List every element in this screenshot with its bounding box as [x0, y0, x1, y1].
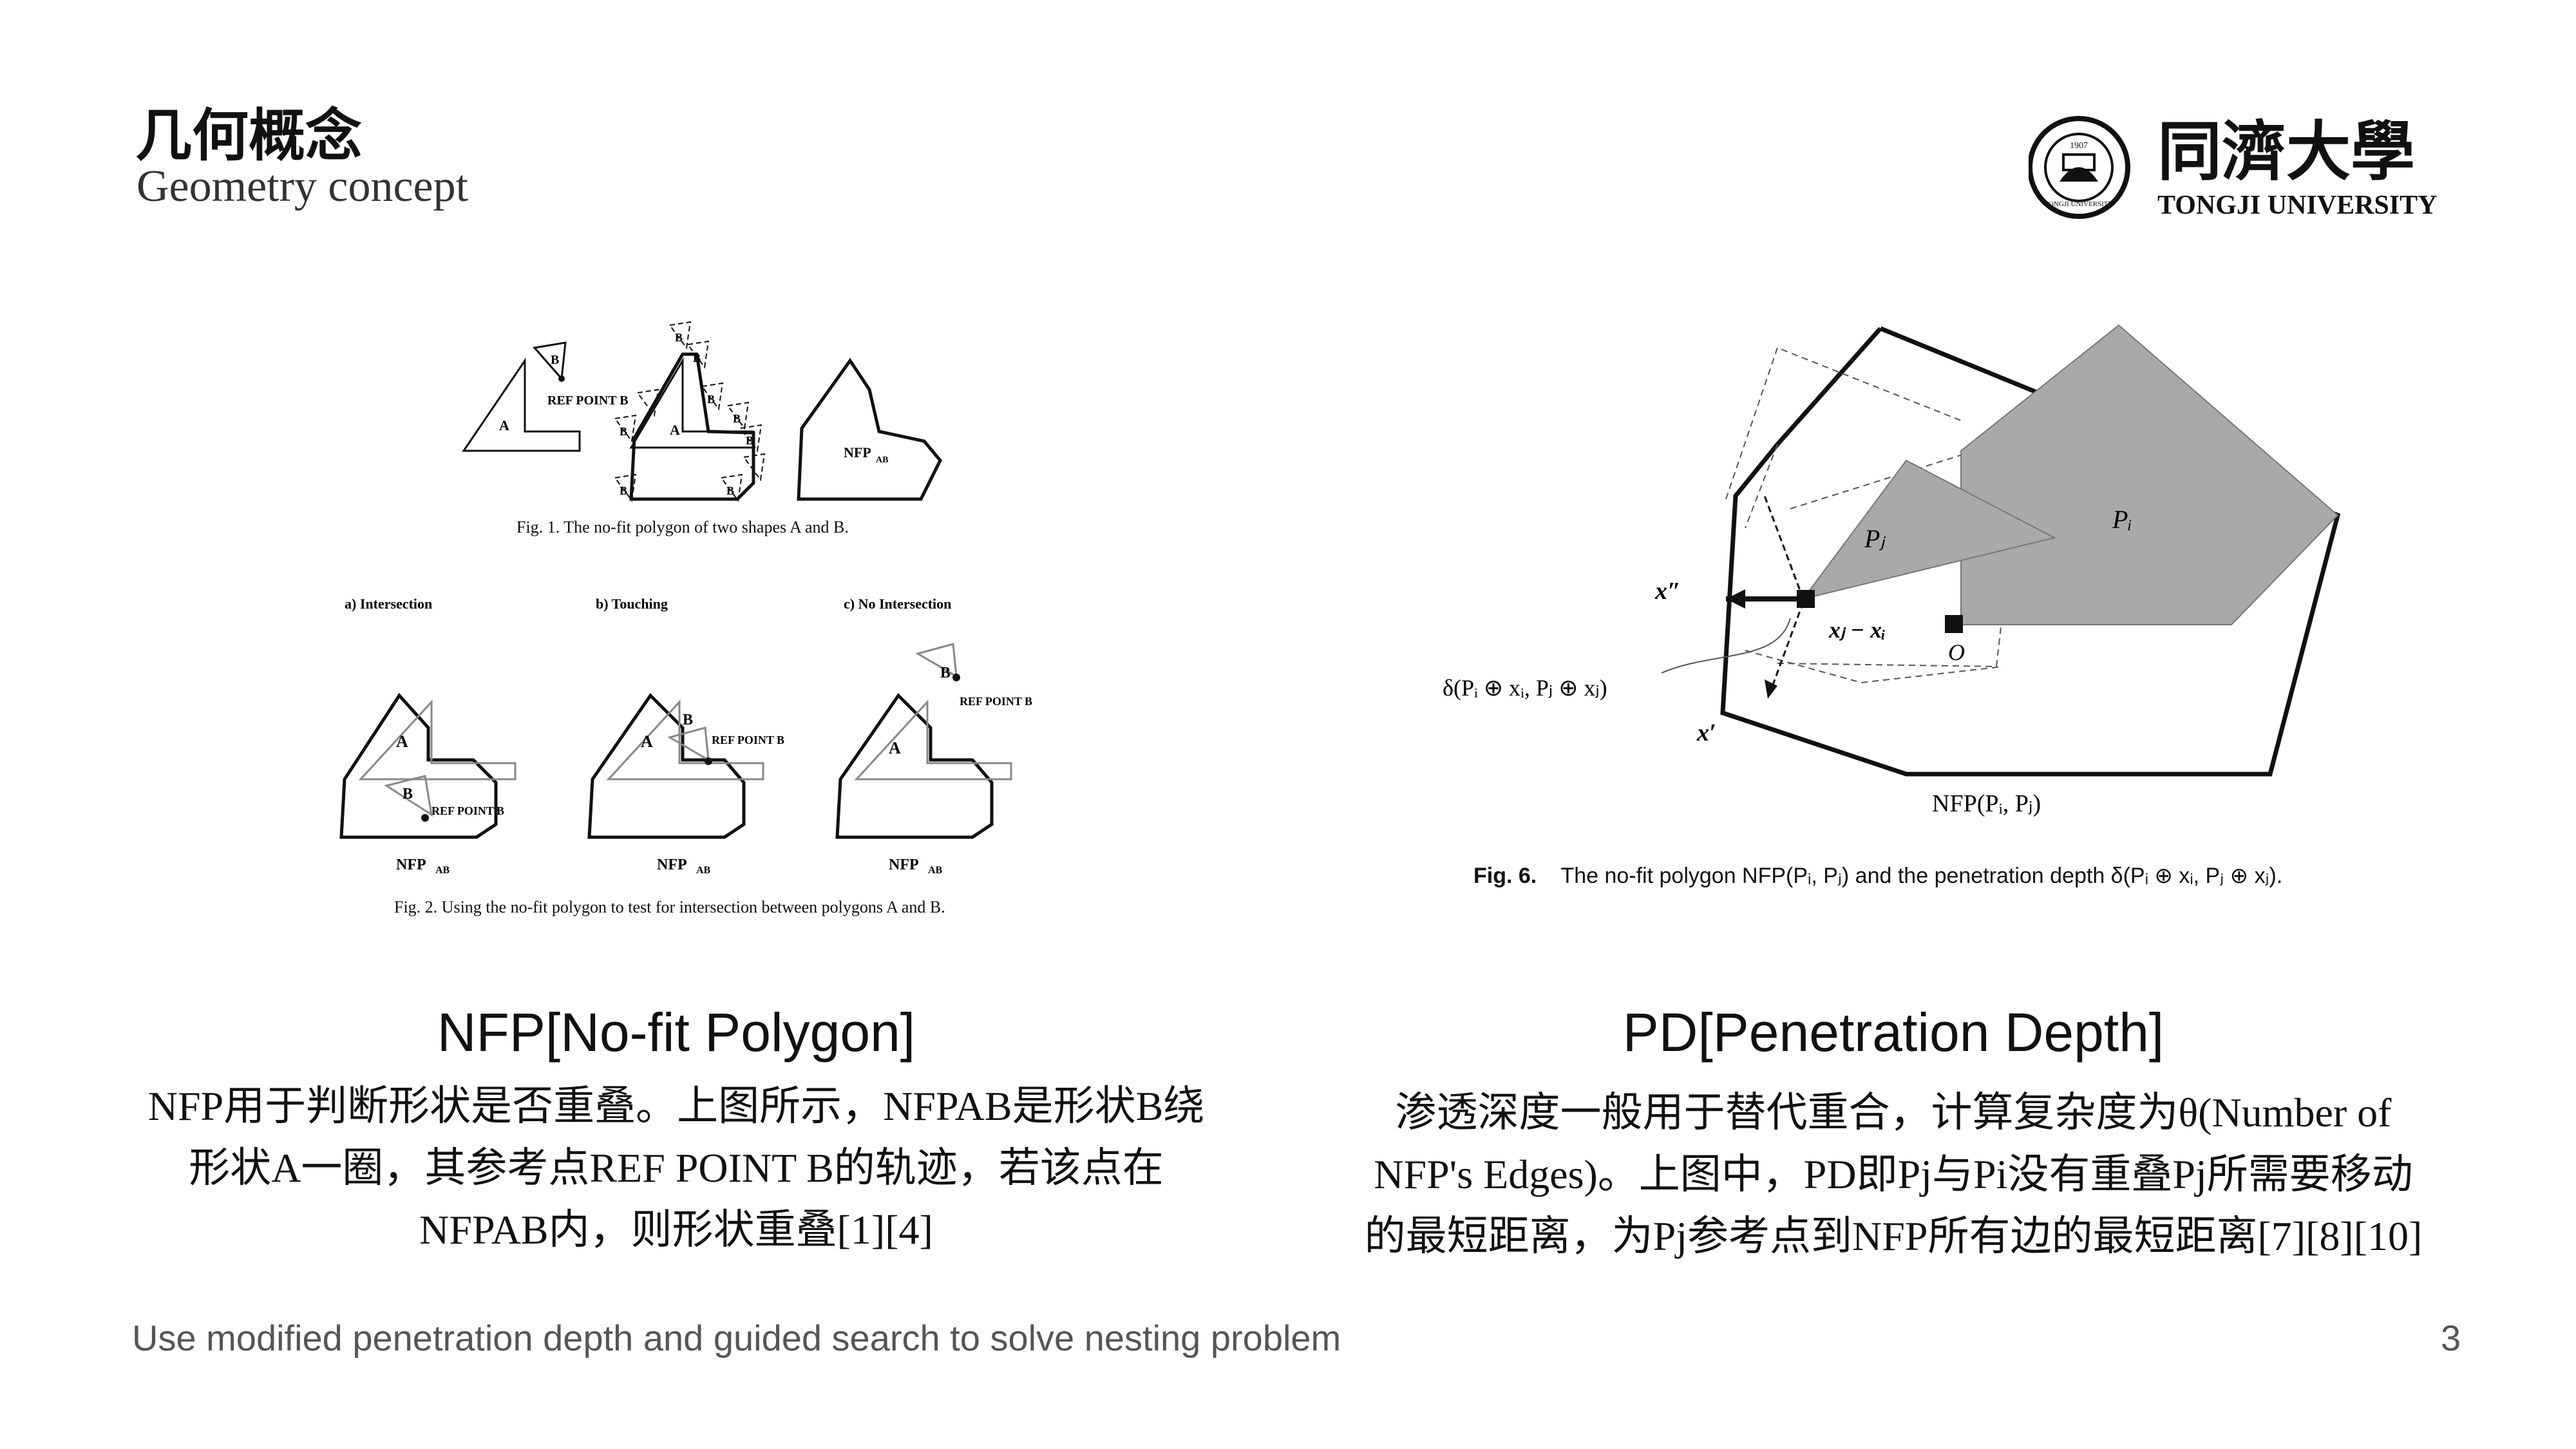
nfp-line-1: NFP用于判断形状是否重叠。上图所示，NFPAB是形状B绕 [147, 1083, 1205, 1129]
fig6-label-pi: Pᵢ [2112, 505, 2132, 534]
figure-2-intersection-diagram: a) Intersection b) Touching c) No Inters… [339, 596, 1032, 876]
fig1-sliding-shape-a [629, 357, 755, 449]
slide-title: 几何概念 [135, 102, 363, 169]
pd-line-1: 渗透深度一般用于替代重合，计算复杂度为θ(Number of [1395, 1090, 2392, 1135]
fig1-dash-b6: B [620, 484, 627, 497]
fig2-panel-c-title: c) No Intersection [844, 596, 951, 612]
fig2-panel-b [587, 693, 764, 839]
fig1-dash-b5: B [746, 434, 753, 447]
fig2-c-label-b: B [940, 665, 951, 681]
fig2-c-ref-point: REF POINT B [960, 695, 1032, 708]
fig6-polygon-pi [1960, 324, 2339, 625]
fig2-caption: Fig. 2. Using the no-fit polygon to test… [394, 898, 945, 916]
fig1-dash-b2: B [693, 352, 701, 365]
fig1-dash-b7: B [726, 484, 734, 497]
fig6-label-delta: δ(Pᵢ ⊕ xᵢ, Pⱼ ⊕ xⱼ) [1443, 675, 1607, 701]
fig1-mid-label-a: A [670, 422, 680, 438]
fig6-label-nfp: NFP(Pᵢ, Pⱼ) [1932, 790, 2041, 817]
fig2-c-nfp: NFP [889, 857, 919, 873]
fig6-caption-label: Fig. 6. [1473, 864, 1537, 888]
fig1-nfp-label: NFP [844, 444, 871, 460]
fig1-shape-a [462, 357, 581, 452]
fig2-a-ref-point: REF POINT B [431, 804, 504, 817]
fig2-b-nfp-sub: AB [696, 865, 711, 876]
fig2-panel-c [835, 643, 1012, 839]
nfp-line-2: 形状A一圈，其参考点REF POINT B的轨迹，若该点在 [189, 1145, 1164, 1191]
fig1-shape-b [533, 341, 567, 381]
fig1-ref-point: REF POINT B [547, 393, 629, 408]
fig2-b-label-a: A [641, 732, 653, 751]
fig1-caption: Fig. 1. The no-fit polygon of two shapes… [516, 518, 849, 536]
fig6-label-pj: Pⱼ [1864, 524, 1886, 553]
slide-subtitle: Geometry concept [137, 162, 469, 211]
university-logo: 1907 TONGJI UNIVERSITY 同濟大學 TONGJI UNIVE… [2029, 116, 2438, 220]
pd-section-heading: PD[Penetration Depth] [1622, 1002, 2164, 1063]
university-seal-icon: 1907 TONGJI UNIVERSITY [2029, 116, 2130, 219]
fig1-dash-b3: B [707, 393, 715, 406]
figure-1-nfp-diagram: A B REF POINT B A B B B B B B B B NFP AB [462, 321, 942, 502]
page-number: 3 [2441, 1318, 2461, 1358]
pd-line-2: NFP's Edges)。上图中，PD即Pj与Pi没有重叠Pj所需要移动 [1374, 1151, 2413, 1197]
fig6-origin-point [1945, 615, 1963, 633]
seal-year: 1907 [2070, 141, 2088, 151]
fig1-dash-b8: B [620, 425, 627, 438]
figure-6-penetration-depth-diagram: Pᵢ Pⱼ x″ x′ xⱼ − xᵢ O δ(Pᵢ ⊕ xᵢ, Pⱼ ⊕ xⱼ… [1443, 324, 2341, 817]
fig2-b-label-b: B [683, 712, 693, 728]
fig2-b-nfp: NFP [657, 857, 687, 873]
fig6-label-x-prime: x′ [1696, 719, 1716, 746]
fig2-panel-a-title: a) Intersection [345, 596, 432, 612]
nfp-section-heading: NFP[No-fit Polygon] [437, 1002, 916, 1063]
fig2-b-ref-point: REF POINT B [712, 734, 784, 746]
fig2-c-label-a: A [889, 739, 901, 757]
fig6-label-xj-minus-xi: xⱼ − xᵢ [1828, 617, 1886, 643]
fig2-panel-a [339, 692, 516, 839]
nfp-section-body: NFP用于判断形状是否重叠。上图所示，NFPAB是形状B绕 形状A一圈，其参考点… [97, 1075, 1256, 1261]
fig1-nfp-sub: AB [876, 455, 888, 465]
fig6-label-o: O [1948, 639, 1965, 665]
fig2-a-label-b: B [402, 786, 413, 802]
fig2-c-nfp-sub: AB [928, 865, 943, 876]
fig2-a-nfp-sub: AB [435, 865, 450, 876]
logo-chinese-name: 同濟大學 [2157, 117, 2415, 188]
fig1-label-a: A [499, 417, 509, 433]
slide-footer: Use modified penetration depth and guide… [132, 1318, 1341, 1358]
fig6-caption-text: The no-fit polygon NFP(Pᵢ, Pⱼ) and the p… [1560, 864, 2283, 888]
fig6-polygon-pj [1801, 459, 2056, 600]
pd-section-body: 渗透深度一般用于替代重合，计算复杂度为θ(Number of NFP's Edg… [1314, 1082, 2473, 1267]
seal-text: TONGJI UNIVERSITY [2044, 200, 2113, 208]
nfp-line-3: NFPAB内，则形状重叠[1][4] [419, 1207, 933, 1253]
fig1-label-b: B [551, 353, 559, 367]
fig6-nfp-outline [1720, 326, 2341, 777]
fig6-caption: Fig. 6. The no-fit polygon NFP(Pᵢ, Pⱼ) a… [1473, 863, 2282, 889]
fig6-label-x-double-prime: x″ [1654, 578, 1681, 605]
fig2-a-label-a: A [396, 732, 408, 751]
logo-english-name: TONGJI UNIVERSITY [2157, 191, 2438, 220]
fig1-dash-b4: B [733, 412, 741, 425]
fig2-panel-b-title: b) Touching [596, 596, 668, 612]
fig1-dash-b1: B [675, 331, 683, 344]
fig2-a-nfp: NFP [396, 857, 426, 873]
pd-line-3: 的最短距离，为Pj参考点到NFP所有边的最短距离[7][8][10] [1364, 1213, 2423, 1259]
fig1-result-nfp [797, 357, 942, 501]
fig1-nfp-outline [629, 352, 755, 501]
